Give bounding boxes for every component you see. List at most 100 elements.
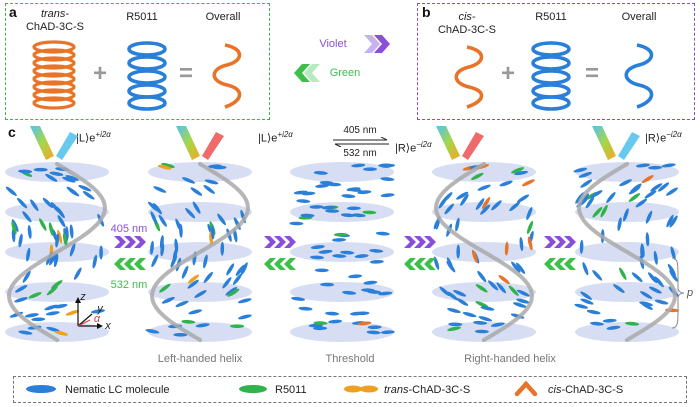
r5011-molecule: [51, 280, 63, 289]
lc-molecule: [320, 282, 335, 287]
lc-molecule: [516, 289, 530, 297]
lc-molecule: [315, 184, 330, 188]
r5011-helix-b: [531, 41, 571, 111]
lc-molecule: [173, 332, 188, 337]
violet-flow-4: [544, 236, 576, 248]
lc-molecule: [74, 267, 82, 280]
layer-disk: [5, 162, 109, 182]
lc-molecule: [477, 184, 491, 191]
lc-molecule: [488, 280, 499, 291]
lc-molecule: [499, 180, 513, 187]
trans-chad-icon: [344, 385, 378, 393]
layer-disk: [290, 282, 394, 302]
lc-molecule: [310, 255, 325, 260]
chad-molecule: [54, 330, 69, 336]
lc-molecule: [18, 233, 23, 248]
lc-molecule: [456, 297, 469, 306]
lc-molecule: [340, 250, 355, 255]
eq-bottom: 532 nm: [343, 148, 377, 159]
lc-molecule: [639, 301, 653, 307]
lc-molecule: [291, 296, 306, 301]
lc-molecule: [628, 186, 641, 195]
panel-b-label: b: [422, 4, 431, 20]
lc-molecule: [514, 170, 528, 176]
lc-molecule: [69, 243, 76, 257]
legend-trans: trans-ChAD-3C-S: [384, 384, 471, 396]
lc-molecule: [433, 256, 440, 270]
eq-top: 405 nm: [343, 125, 377, 136]
lc-molecule: [332, 238, 346, 242]
lc-molecule: [217, 213, 226, 226]
lc-column-2: [145, 162, 252, 342]
lc-molecule: [325, 311, 340, 316]
layer-disk: [575, 322, 679, 342]
lc-molecule: [65, 175, 79, 181]
overall-label-a: Overall: [205, 11, 241, 23]
lc-molecule: [313, 326, 328, 331]
lc-molecule: [310, 245, 325, 250]
lc-molecule: [650, 183, 663, 192]
lc-column-3: [289, 162, 395, 342]
r5011-molecule: [39, 218, 47, 231]
lc-molecule: [161, 297, 175, 304]
lc-molecule: [14, 297, 28, 303]
lc-molecule: [203, 184, 215, 194]
lc-molecule: [640, 243, 645, 258]
green-flow-1: [114, 258, 146, 270]
flow-arrows: [114, 236, 576, 270]
lc-molecule: [357, 190, 372, 195]
plus-sign-b: +: [501, 60, 515, 87]
cis-chad-icon: [514, 380, 538, 397]
lc-molecule: [170, 254, 178, 268]
caption-threshold: Threshold: [325, 353, 375, 365]
lc-molecule: [153, 202, 162, 215]
wavelength-405: 405 nm: [110, 223, 148, 235]
lc-molecule: [188, 309, 202, 315]
axes: [75, 297, 103, 329]
lc-molecule: [666, 214, 674, 228]
lc-molecule: [42, 197, 54, 208]
lc-molecule: [325, 209, 340, 213]
lc-molecule: [478, 316, 493, 322]
lc-molecule: [150, 211, 158, 225]
lc-molecule: [473, 320, 488, 325]
r5011-molecule: [508, 285, 519, 296]
trans-prefix-label: trans-: [40, 8, 70, 20]
lc-molecule: [53, 253, 59, 268]
chad-molecule: [57, 229, 63, 244]
chad-molecule: [498, 275, 510, 285]
lc-molecule: [150, 240, 154, 255]
panel-b: [417, 3, 695, 120]
lc-molecule: [516, 298, 530, 304]
r5011-icon: [239, 385, 267, 393]
axis-x-label: x: [105, 320, 111, 332]
lc-molecule: [5, 186, 17, 196]
lc-molecule: [580, 291, 592, 300]
lc-molecule: [460, 194, 469, 206]
chad-molecule: [65, 310, 80, 316]
lc-molecule: [654, 276, 664, 288]
lc-molecule: [526, 206, 533, 221]
lc-molecule: [328, 319, 343, 324]
r5011-molecule: [619, 267, 627, 280]
lc-molecule: [653, 250, 658, 265]
lc-molecule: [351, 163, 366, 168]
r5011-molecule: [628, 193, 641, 202]
lc-molecule: [49, 171, 64, 176]
lc-molecule: [91, 309, 105, 314]
r5011-helix-a: [127, 41, 167, 111]
lc-molecule: [203, 254, 208, 269]
lc-molecule: [78, 185, 92, 192]
plus-sign-a: +: [93, 60, 107, 87]
layer-disk: [290, 162, 394, 182]
wavelength-532: 532 nm: [110, 279, 148, 291]
violet-flow-3: [404, 236, 436, 248]
helix-ribbon: [6, 162, 108, 342]
lc-molecule: [182, 177, 195, 184]
lc-molecule: [602, 318, 617, 323]
r5011-molecule: [230, 324, 245, 329]
lc-molecule: [613, 284, 625, 293]
lc-molecule: [640, 291, 653, 299]
layer-disk: [432, 162, 536, 182]
lc-molecule: [455, 217, 460, 232]
